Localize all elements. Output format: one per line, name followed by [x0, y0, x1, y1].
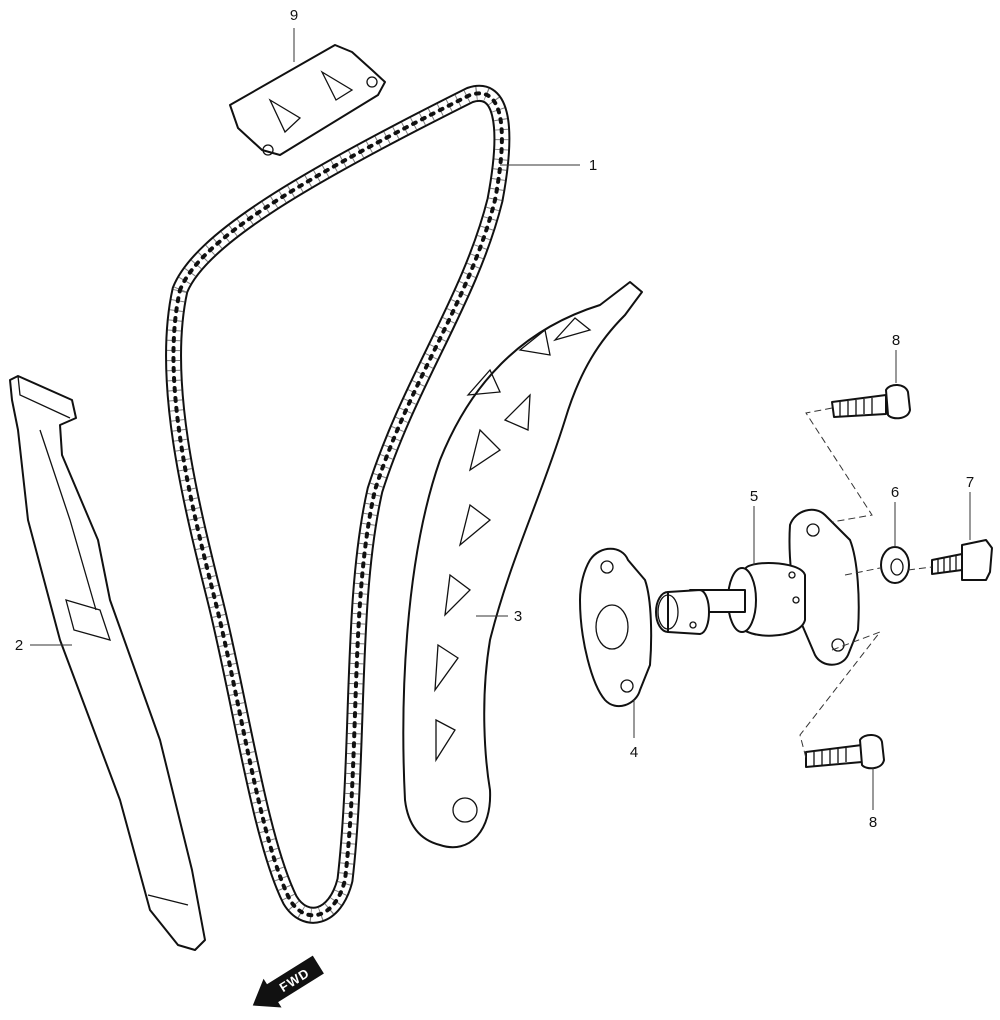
part-4-gasket — [579, 547, 653, 708]
fwd-direction-arrow: FWD — [252, 955, 324, 1008]
part-7-bolt — [931, 539, 993, 581]
callout-1: 1 — [589, 157, 597, 174]
part-8-bolt-top — [831, 384, 911, 420]
callout-6: 6 — [891, 484, 899, 501]
part-5-tensioner-body — [655, 508, 860, 666]
assembly-dash-lines — [799, 407, 933, 759]
part-2-chain-guide — [9, 375, 206, 951]
callout-8-bottom: 8 — [869, 814, 877, 831]
fwd-arrow-shape — [252, 955, 324, 1008]
part-3-tensioner-blade — [402, 281, 643, 849]
part-9-upper-guide — [229, 44, 386, 156]
part-8-bolt-bottom — [805, 734, 885, 770]
leader-lines — [30, 28, 971, 810]
callout-4: 4 — [630, 744, 638, 761]
callout-3: 3 — [514, 608, 522, 625]
callout-2: 2 — [15, 637, 23, 654]
part-6-washer — [880, 546, 910, 584]
callout-5: 5 — [750, 488, 758, 505]
callout-7: 7 — [966, 474, 974, 491]
part-1-timing-chain — [164, 84, 511, 924]
callout-9: 9 — [290, 7, 298, 24]
callout-8-top: 8 — [892, 332, 900, 349]
